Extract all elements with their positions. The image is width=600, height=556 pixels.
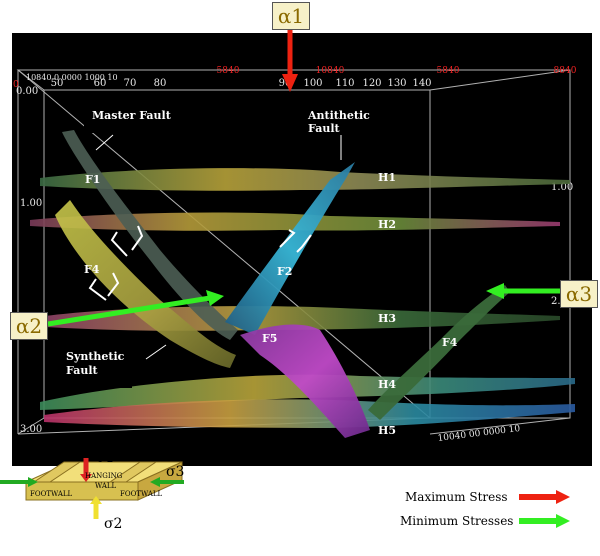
horizon-h2 bbox=[30, 212, 560, 231]
inset-labels: σ1 σ3 σ2 HANGING WALL FOOTWALL FOOTWALL bbox=[30, 450, 184, 532]
depth-tick: 1.00 bbox=[20, 198, 42, 209]
top-tick: 60 bbox=[94, 78, 107, 89]
horizon-h1 bbox=[40, 168, 570, 191]
alpha2-label: α2 bbox=[10, 312, 48, 340]
fault-id-f4-left: F4 bbox=[84, 263, 100, 276]
synthetic-fault-text-1: Synthetic bbox=[66, 350, 125, 363]
inset-sigma1: σ1 bbox=[96, 450, 114, 466]
inset-block-diagram bbox=[0, 458, 184, 519]
antithetic-fault-label: Antithetic Fault bbox=[300, 103, 402, 135]
inset-hanging-wall: HANGING bbox=[85, 472, 123, 480]
top-axis-cluster: 10840 0 0000 1000 10 bbox=[26, 73, 118, 82]
top-axis: 10840 0 0000 1000 10 50 60 70 80 90 100 … bbox=[26, 73, 432, 89]
horizon-h5 bbox=[44, 399, 575, 428]
fault-surfaces bbox=[55, 130, 510, 438]
inset-footwall-left: FOOTWALL bbox=[30, 490, 73, 498]
top-tick: 70 bbox=[124, 78, 137, 89]
top-tick: 140 bbox=[412, 78, 431, 89]
alpha3-label: α3 bbox=[560, 280, 598, 308]
top-tick: 120 bbox=[362, 78, 381, 89]
stress-arrows bbox=[47, 30, 562, 327]
alpha2-text: α2 bbox=[15, 314, 43, 338]
legend-max-label: Maximum Stress bbox=[405, 490, 508, 504]
master-fault-text: Master Fault bbox=[92, 109, 171, 122]
fault-f1 bbox=[62, 130, 238, 340]
fault-ids: F1 F2 F4 F5 F4 bbox=[84, 173, 458, 349]
red-label: 10840 bbox=[316, 66, 345, 76]
alpha1-arrow-head bbox=[282, 74, 298, 92]
fault-f2 bbox=[225, 162, 355, 335]
alpha2-arrow-shaft bbox=[47, 295, 211, 327]
synthetic-fault-text-2: Fault bbox=[66, 364, 98, 377]
top-red-labels: 0 5840 10840 5840 8840 bbox=[13, 66, 577, 90]
horizon-label-h2: H2 bbox=[378, 218, 396, 231]
inset-footwall-right: FOOTWALL bbox=[120, 490, 163, 498]
top-tick: 80 bbox=[154, 78, 167, 89]
alpha2-arrow-head bbox=[206, 290, 224, 306]
fault-f4-right bbox=[368, 285, 510, 420]
inset-sigma2: σ2 bbox=[104, 516, 122, 532]
fault-f4-synthetic bbox=[55, 200, 236, 368]
horizon-label-h3: H3 bbox=[378, 312, 396, 325]
horizon-label-h1: H1 bbox=[378, 171, 396, 184]
legend-min-label: Minimum Stresses bbox=[400, 514, 514, 528]
alpha3-text: α3 bbox=[565, 282, 593, 306]
top-tick: 130 bbox=[387, 78, 406, 89]
antithetic-fault-text: Antithetic Fault bbox=[308, 109, 370, 135]
alpha3-arrow-head bbox=[486, 283, 504, 299]
red-label: 5840 bbox=[217, 66, 240, 76]
horizon-labels: H1 H2 H3 H4 H5 bbox=[378, 171, 396, 437]
master-fault-label: Master Fault bbox=[84, 103, 204, 133]
right-tick: 2. bbox=[551, 296, 561, 307]
inset-hanging-wall-2: WALL bbox=[95, 482, 117, 490]
alpha1-text: α1 bbox=[277, 4, 305, 28]
top-tick: 110 bbox=[335, 78, 354, 89]
depth-tick: 3.00 bbox=[20, 424, 42, 435]
horizon-label-h4: H4 bbox=[378, 378, 396, 391]
horizon-label-h5: H5 bbox=[378, 424, 396, 437]
depth-tick: 0.00 bbox=[16, 86, 38, 97]
red-label: 0 bbox=[13, 80, 19, 90]
top-tick: 100 bbox=[303, 78, 322, 89]
slip-arrows bbox=[88, 225, 312, 301]
inset-sigma3: σ3 bbox=[166, 464, 184, 480]
right-tick: 1.00 bbox=[551, 182, 573, 193]
red-label: 5840 bbox=[437, 66, 460, 76]
fault-id-f1: F1 bbox=[85, 173, 100, 186]
label-pointers bbox=[95, 134, 342, 360]
fault-id-f5: F5 bbox=[262, 332, 277, 345]
top-tick: 90 bbox=[279, 78, 292, 89]
legend-arrows bbox=[519, 490, 570, 528]
red-label: 8840 bbox=[554, 66, 577, 76]
fault-id-f2: F2 bbox=[277, 265, 292, 278]
alpha1-label: α1 bbox=[272, 2, 310, 30]
top-tick: 50 bbox=[51, 78, 64, 89]
synthetic-fault-label: Synthetic Fault bbox=[58, 344, 132, 388]
fault-f5 bbox=[240, 324, 370, 438]
fault-id-f4-right: F4 bbox=[442, 336, 458, 349]
